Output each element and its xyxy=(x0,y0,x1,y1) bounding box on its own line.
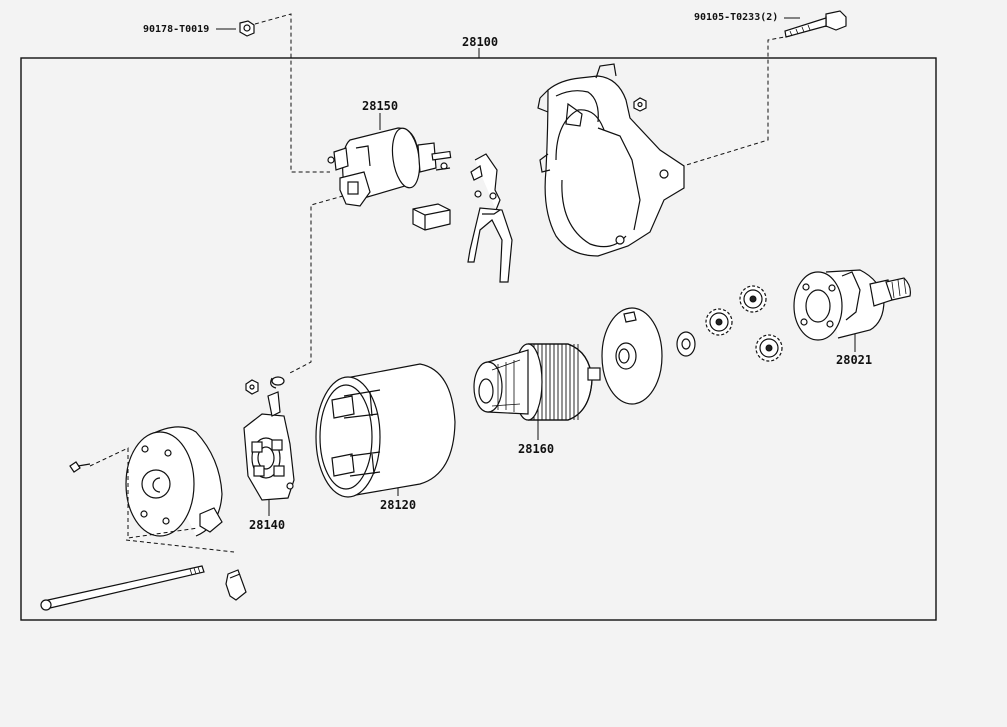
armature-part[interactable]: 28160 xyxy=(473,343,601,456)
housing-nut-part[interactable] xyxy=(633,97,647,112)
starter-housing-part[interactable] xyxy=(537,63,685,257)
hex-nut-icon xyxy=(239,20,255,37)
yoke-part[interactable]: 28120 xyxy=(315,363,456,512)
lead-ring-part[interactable] xyxy=(270,376,285,389)
end-cover-part[interactable] xyxy=(125,426,223,537)
drive-housing-part[interactable]: 28021 xyxy=(793,269,911,367)
nut-part[interactable] xyxy=(239,20,255,37)
callout-assembly: 28100 xyxy=(462,35,498,58)
small-nut-part[interactable] xyxy=(245,379,259,395)
label-yoke: 28120 xyxy=(380,498,416,512)
washer-part[interactable] xyxy=(676,331,696,357)
center-plate-part[interactable] xyxy=(601,307,663,405)
armature-icon xyxy=(473,343,601,421)
bracket-leader xyxy=(287,193,351,375)
long-bolt-part[interactable] xyxy=(40,565,205,611)
label-drive-housing: 28021 xyxy=(836,353,872,367)
through-bolt-part[interactable] xyxy=(784,10,847,38)
label-assembly: 28100 xyxy=(462,35,498,49)
solenoid-icon xyxy=(327,127,452,207)
cylinder-icon xyxy=(315,363,456,498)
callout-bolt: 90105-T0233(2) xyxy=(694,12,800,23)
label-nut: 90178-T0019 xyxy=(143,24,209,35)
cover-screw-leader xyxy=(89,447,199,539)
solenoid-part[interactable]: 28150 xyxy=(327,99,452,207)
bolt-leader xyxy=(682,35,791,167)
housing-icon xyxy=(537,63,685,257)
drive-lever-part[interactable] xyxy=(467,153,513,283)
gear-icon xyxy=(705,285,783,362)
brush-holder-part[interactable]: 28140 xyxy=(243,391,295,532)
label-bolt: 90105-T0233(2) xyxy=(694,12,778,23)
end-cover-icon xyxy=(125,426,223,537)
pinion-clutch-icon xyxy=(793,269,911,341)
label-solenoid: 28150 xyxy=(362,99,398,113)
label-brush-holder: 28140 xyxy=(249,518,285,532)
cover-bottom-leader xyxy=(125,539,235,553)
nut-leader xyxy=(254,13,330,173)
label-armature: 28160 xyxy=(518,442,554,456)
brush-holder-icon xyxy=(243,391,295,501)
connector-clip-part[interactable] xyxy=(225,569,247,601)
bolt-icon xyxy=(784,10,847,38)
lever-fork-icon xyxy=(467,153,513,283)
callout-nut: 90178-T0019 xyxy=(143,24,236,35)
planetary-gears-part[interactable] xyxy=(705,285,783,362)
cover-screw-part[interactable] xyxy=(69,461,91,473)
contact-block-part[interactable] xyxy=(412,203,451,231)
